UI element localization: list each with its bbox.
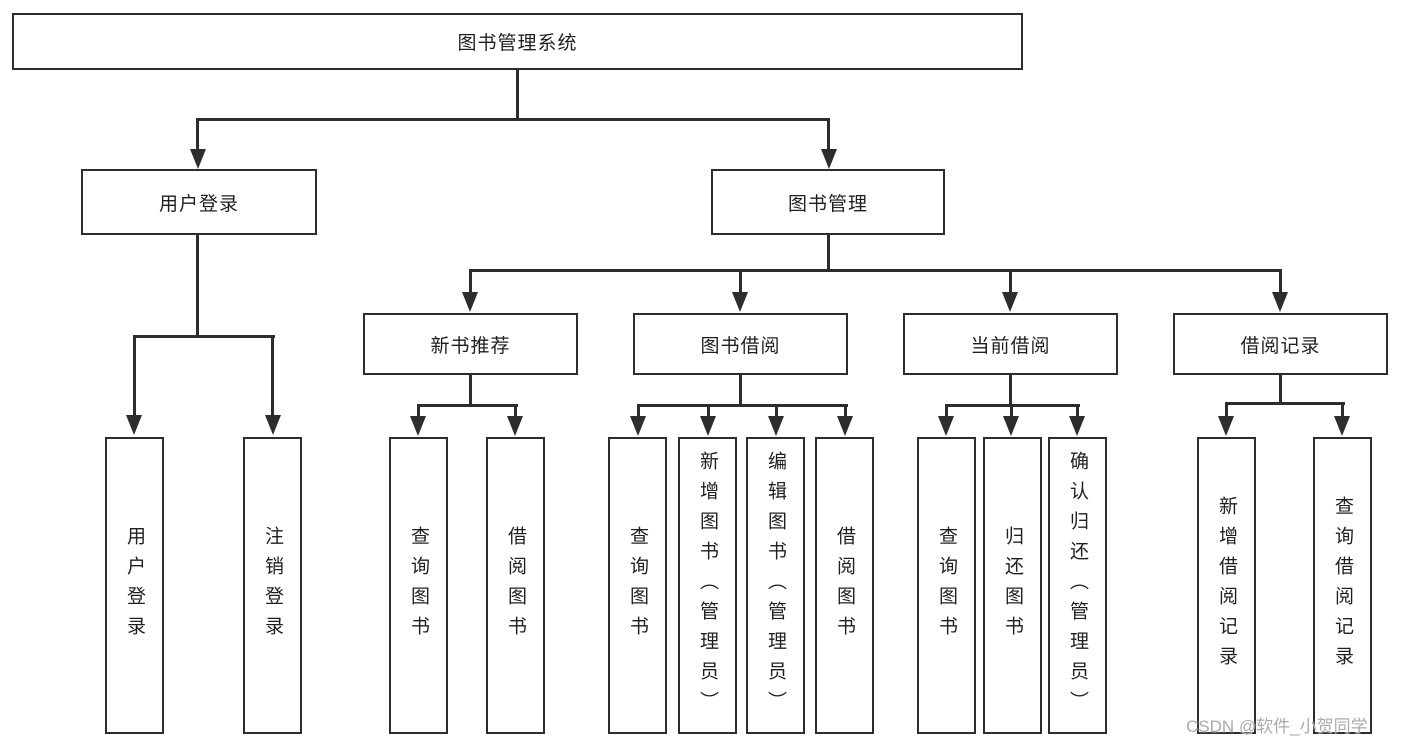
watermark: CSDN @软件_小贺同学 xyxy=(1186,717,1368,736)
connector-line xyxy=(1224,402,1228,418)
node-label: 确认归还（管理员） xyxy=(1067,450,1088,721)
connector-arrow xyxy=(462,292,478,312)
node-borrowing-records: 借阅记录 xyxy=(1173,313,1388,375)
connector-line xyxy=(1278,269,1282,294)
connector-line xyxy=(1008,269,1012,294)
node-label: 用户登录 xyxy=(158,193,239,215)
connector-line xyxy=(132,335,136,417)
connector-line xyxy=(738,374,742,406)
connector-line xyxy=(133,335,275,338)
leaf-query-books-borrowing: 查询图书 xyxy=(608,437,667,734)
connector-line xyxy=(1008,374,1012,406)
leaf-logout: 注销登录 xyxy=(243,437,302,734)
connector-line xyxy=(774,404,778,418)
connector-arrow xyxy=(938,416,954,436)
node-label: 新书推荐 xyxy=(430,335,511,357)
node-label: 新增图书（管理员） xyxy=(697,450,718,721)
connector-arrow xyxy=(732,292,748,312)
connector-line xyxy=(416,404,518,407)
connector-line xyxy=(826,233,830,271)
leaf-add-book-admin: 新增图书（管理员） xyxy=(678,437,737,734)
node-label: 编辑图书（管理员） xyxy=(765,450,786,721)
node-label: 图书管理 xyxy=(787,193,868,215)
node-label: 查询图书 xyxy=(936,525,957,646)
leaf-user-login: 用户登录 xyxy=(105,437,164,734)
connector-line xyxy=(706,404,710,418)
connector-arrow xyxy=(630,416,646,436)
node-book-borrowing: 图书借阅 xyxy=(633,313,848,375)
connector-line xyxy=(468,269,1282,272)
connector-line xyxy=(515,69,519,120)
node-current-borrowing: 当前借阅 xyxy=(903,313,1118,375)
connector-arrow xyxy=(1069,416,1085,436)
connector-arrow xyxy=(264,415,281,435)
connector-arrow xyxy=(820,149,837,169)
node-label: 当前借阅 xyxy=(970,335,1051,357)
connector-line xyxy=(468,269,472,294)
connector-arrow xyxy=(1272,292,1288,312)
node-book-management: 图书管理 xyxy=(711,169,945,235)
connector-arrow xyxy=(837,416,853,436)
connector-line xyxy=(1075,404,1079,418)
connector-arrow xyxy=(410,416,426,436)
leaf-query-books-recommend: 查询图书 xyxy=(389,437,448,734)
connector-arrow xyxy=(768,416,784,436)
node-label: 归还图书 xyxy=(1002,525,1023,646)
node-label: 借阅图书 xyxy=(505,525,526,646)
leaf-borrow-books: 借阅图书 xyxy=(815,437,874,734)
connector-line xyxy=(1224,402,1345,405)
connector-line xyxy=(1340,402,1344,418)
connector-arrow xyxy=(700,416,716,436)
connector-arrow xyxy=(126,415,142,435)
connector-line xyxy=(636,404,848,407)
connector-arrow xyxy=(189,149,206,169)
connector-line xyxy=(468,374,472,406)
node-library-system: 图书管理系统 xyxy=(12,13,1023,70)
connector-line xyxy=(271,335,274,417)
connector-line xyxy=(196,233,199,337)
node-label: 查询图书 xyxy=(627,525,648,646)
node-label: 新增借阅记录 xyxy=(1216,495,1237,676)
connector-arrow xyxy=(1002,292,1018,312)
connector-line xyxy=(196,118,199,150)
node-label: 借阅图书 xyxy=(834,525,855,646)
node-new-book-recommend: 新书推荐 xyxy=(363,313,578,375)
connector-line xyxy=(636,404,640,418)
connector-arrow xyxy=(507,416,523,436)
connector-line xyxy=(827,118,830,150)
leaf-edit-book-admin: 编辑图书（管理员） xyxy=(746,437,805,734)
leaf-return-book: 归还图书 xyxy=(983,437,1042,734)
connector-line xyxy=(944,404,948,418)
connector-line xyxy=(513,404,517,418)
leaf-borrow-books-recommend: 借阅图书 xyxy=(486,437,545,734)
node-label: 用户登录 xyxy=(124,525,145,646)
leaf-query-borrow-record: 查询借阅记录 xyxy=(1313,437,1372,734)
leaf-add-borrow-record: 新增借阅记录 xyxy=(1197,437,1256,734)
leaf-query-books-current: 查询图书 xyxy=(917,437,976,734)
connector-line xyxy=(1009,404,1013,418)
connector-line xyxy=(416,404,420,418)
connector-line xyxy=(196,118,830,121)
connector-line xyxy=(843,404,847,418)
node-label: 注销登录 xyxy=(262,525,283,646)
connector-line xyxy=(1278,374,1282,404)
node-label: 查询借阅记录 xyxy=(1332,495,1353,676)
node-label: 图书管理系统 xyxy=(457,33,578,54)
leaf-confirm-return-admin: 确认归还（管理员） xyxy=(1048,437,1107,734)
node-label: 查询图书 xyxy=(408,525,429,646)
connector-arrow xyxy=(1334,416,1350,436)
connector-arrow xyxy=(1003,416,1019,436)
connector-line xyxy=(738,269,742,294)
connector-arrow xyxy=(1218,416,1234,436)
node-user-login: 用户登录 xyxy=(81,169,317,235)
node-label: 借阅记录 xyxy=(1240,335,1321,357)
node-label: 图书借阅 xyxy=(700,335,781,357)
